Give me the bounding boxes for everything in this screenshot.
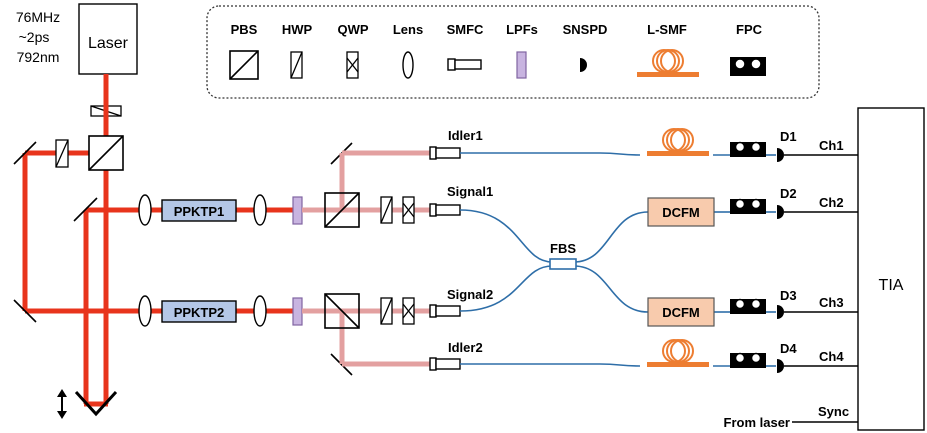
legend-label-smfc: SMFC xyxy=(447,22,484,37)
laser-spec-wavelength: 792nm xyxy=(17,49,60,65)
laser-block: 76MHz ~2ps 792nm Laser xyxy=(16,3,138,117)
pump-pbs-icon xyxy=(88,135,124,171)
legend-label-lens: Lens xyxy=(393,22,423,37)
legend-label-hwp: HWP xyxy=(282,22,313,37)
lpf1-icon xyxy=(292,196,303,225)
photon-qwp-1-icon xyxy=(402,196,415,224)
pump-beams xyxy=(22,74,295,407)
quarter-wave-plate-icon xyxy=(346,51,359,79)
retro-reflector-icon xyxy=(74,390,118,417)
detector-d3-icon xyxy=(777,305,784,319)
detector-label-d4: D4 xyxy=(780,341,797,356)
detector-icon xyxy=(580,58,587,72)
dcfm-2: DCFM xyxy=(647,297,715,327)
legend-label-snspd: SNSPD xyxy=(563,22,608,37)
legend-label-fpc: FPC xyxy=(736,22,763,37)
coupler-signal2-icon xyxy=(429,304,461,318)
fpc-to-detector-fibers xyxy=(766,154,776,367)
port-label-signal2: Signal2 xyxy=(447,287,493,302)
channel-label-ch4: Ch4 xyxy=(819,349,844,364)
fiber-coil-icon xyxy=(637,49,699,77)
mirror-left-bottom xyxy=(13,299,37,323)
legend-frame xyxy=(206,5,820,99)
detector-label-d1: D1 xyxy=(780,129,797,144)
photon-pbs-1-icon xyxy=(324,192,360,228)
tia-label: TIA xyxy=(879,277,904,294)
delay-stage xyxy=(57,389,118,419)
mirror-left-top xyxy=(13,141,37,165)
pump-hwp-icon xyxy=(55,139,69,168)
fpc-4-icon xyxy=(730,352,766,368)
legend-label-lpfs: LPFs xyxy=(506,22,538,37)
fpc-2-icon xyxy=(730,198,766,214)
port-label-idler1: Idler1 xyxy=(448,128,483,143)
channel-label-ch3: Ch3 xyxy=(819,295,844,310)
pbs-cube-icon xyxy=(229,50,259,80)
legend-label-pbs: PBS xyxy=(231,22,258,37)
sync-label: Sync xyxy=(818,404,849,419)
crystal-arm-1: PPKTP1 xyxy=(138,194,303,226)
ppktp1-label: PPKTP1 xyxy=(174,204,225,219)
tia-box xyxy=(857,107,925,431)
detector-d2-icon xyxy=(777,205,784,219)
fpc-1-icon xyxy=(730,141,766,157)
port-label-idler2: Idler2 xyxy=(448,340,483,355)
mirror-idler2-fold xyxy=(330,353,353,376)
fiber-coupler-icon xyxy=(447,58,482,71)
lens-icon xyxy=(138,295,152,327)
detector-d4-icon xyxy=(777,359,784,373)
fiber-coil-idler2-icon xyxy=(647,339,709,367)
mirrors xyxy=(13,141,353,376)
fbs-coupler-icon xyxy=(549,258,577,270)
detector-label-d3: D3 xyxy=(780,288,797,303)
ppktp2-label: PPKTP2 xyxy=(174,305,225,320)
long-pass-filter-icon xyxy=(516,51,527,79)
coupler-signal1-icon xyxy=(429,203,461,217)
lens-icon xyxy=(253,295,267,327)
lpf2-icon xyxy=(292,297,303,326)
fbs-label: FBS xyxy=(550,241,576,256)
coupler-idler1-icon xyxy=(429,146,461,160)
laser-spec-rep-rate: 76MHz xyxy=(16,9,60,25)
legend-label-qwp: QWP xyxy=(337,22,368,37)
photon-qwp-2-icon xyxy=(402,297,415,325)
legend: PBS HWP QWP Lens SMFC LPFs SNSPD L-SMF F… xyxy=(206,5,820,99)
laser-box xyxy=(78,3,138,75)
detector-d1-icon xyxy=(777,148,784,162)
mirror-inner xyxy=(73,197,98,222)
detector-label-d2: D2 xyxy=(780,186,797,201)
channel-label-ch2: Ch2 xyxy=(819,195,844,210)
dcfm-2-label: DCFM xyxy=(662,305,700,320)
channel-wires xyxy=(784,154,858,423)
photon-hwp-2-icon xyxy=(380,297,393,325)
photon-hwp-1-icon xyxy=(380,196,393,224)
laser-spec-pulse-width: ~2ps xyxy=(19,29,50,45)
translation-arrow-icon xyxy=(57,389,67,419)
dcfm-1-label: DCFM xyxy=(662,205,700,220)
ppktp1-crystal xyxy=(161,199,237,222)
photon-beams xyxy=(302,150,430,367)
fpc-3-icon xyxy=(730,298,766,314)
fibers xyxy=(459,152,730,367)
fiber-couplers xyxy=(429,146,461,371)
legend-label-lsmf: L-SMF xyxy=(647,22,687,37)
fiber-coil-idler1-icon xyxy=(647,128,709,156)
from-laser-label: From laser xyxy=(724,415,790,430)
dcfm-1: DCFM xyxy=(647,197,715,227)
polarization-controller-icon xyxy=(730,57,766,76)
laser-label: Laser xyxy=(88,35,129,52)
ppktp2-crystal xyxy=(161,300,237,323)
lens-icon xyxy=(402,51,414,79)
port-label-signal1: Signal1 xyxy=(447,184,493,199)
coupler-idler2-icon xyxy=(429,357,461,371)
lens-icon xyxy=(253,194,267,226)
channel-label-ch1: Ch1 xyxy=(819,138,844,153)
lens-icon xyxy=(138,194,152,226)
photon-pbs-2-icon xyxy=(324,293,360,329)
half-wave-plate-icon xyxy=(290,51,303,79)
